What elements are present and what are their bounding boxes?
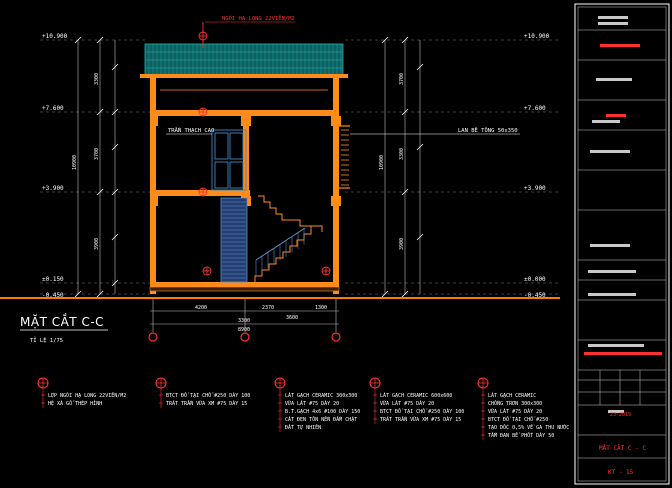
legend-line: TẤM ĐAN BỂ PHỐT DÀY 50 xyxy=(488,431,554,439)
dim-text: 8900 xyxy=(238,327,250,333)
dim-text: 3700 xyxy=(94,148,100,160)
grid-axis-markers xyxy=(148,332,341,342)
elevation-label: ±0.000 xyxy=(524,276,546,283)
sheet-name: MẶT CẮT C - C xyxy=(599,445,646,452)
sheet-number: KT - 15 xyxy=(608,469,634,476)
elevation-label: +7.600 xyxy=(524,105,546,112)
elevation-label: +10.900 xyxy=(524,33,550,40)
balcony-railing xyxy=(339,125,350,189)
dimension-texts-vertical: 10900 3300 3700 3900 10900 3700 3300 390… xyxy=(72,73,405,250)
elevation-lines xyxy=(40,39,560,295)
dim-text: 3700 xyxy=(399,73,405,85)
scale-label: TỈ LỆ 1/75 xyxy=(30,336,63,344)
railing-note: LAN BÊ TÔNG 50x350 xyxy=(458,126,518,134)
elevation-label: +3.900 xyxy=(42,185,64,192)
legend-line: TRÁT TRẦN VỮA XM #75 DÀY 15 xyxy=(166,400,247,407)
roof xyxy=(140,43,348,78)
dimension-chains-vertical xyxy=(77,40,421,294)
legend-line: TRÁT TRẦN VỮA XM #75 DÀY 15 xyxy=(380,416,461,423)
elevation-label: -0.450 xyxy=(42,292,64,299)
legend-line: CHỐNG TRƠN 300x300 xyxy=(488,400,542,407)
door xyxy=(211,129,247,191)
dimension-ticks xyxy=(74,36,424,298)
dim-text: 3900 xyxy=(399,238,405,250)
legend-line: VỮA LÁT #75 DÀY 20 xyxy=(488,408,542,415)
roof-note: NGÓI HẠ LONG 22VIÊN/M2 xyxy=(222,14,295,22)
section-markers xyxy=(198,22,331,276)
elevation-label: +7.600 xyxy=(42,105,64,112)
dim-text: 3600 xyxy=(286,315,298,321)
legend-line: VỮA LÁT #75 DÀY 20 xyxy=(380,400,434,407)
section-title-block: MẶT CẮT C-C TỈ LỆ 1/75 xyxy=(20,313,108,344)
section-title: MẶT CẮT C-C xyxy=(20,313,104,329)
sheet-code: 23-2019 xyxy=(610,412,631,418)
elevation-label: +10.900 xyxy=(42,33,68,40)
legend-line: LÁT GẠCH CERAMIC xyxy=(488,392,536,399)
legend-line: VỮA LÁT #75 DÀY 20 xyxy=(285,400,339,407)
elevation-label: ±0.150 xyxy=(42,276,64,283)
dim-text: 3300 xyxy=(238,318,250,324)
legend-line: BTCT ĐỔ TẠI CHỖ #250 xyxy=(488,416,548,423)
title-block: 23-2019 MẶT CẮT C - C KT - 15 xyxy=(574,3,670,485)
annotations: NGÓI HẠ LONG 22VIÊN/M2 TRẦN THẠCH CAO LA… xyxy=(166,14,520,135)
dim-text: 3300 xyxy=(399,148,405,160)
dim-text: 10900 xyxy=(72,155,78,170)
legend-line: ĐẤT TỰ NHIÊN xyxy=(285,423,321,431)
legend-line: BTCT ĐỔ TẠI CHỖ #250 DÀY 100 xyxy=(166,392,250,399)
dim-text: 1300 xyxy=(315,305,327,311)
dim-text: 2370 xyxy=(262,305,274,311)
elevation-label: -0.450 xyxy=(524,292,546,299)
legend-line: TẠO DỐC 0,5% VỀ GA THU NƯỚC xyxy=(488,423,569,431)
staircase xyxy=(220,195,323,283)
dim-text: 3300 xyxy=(94,73,100,85)
dim-text: 10900 xyxy=(379,155,385,170)
elevation-labels-left: +10.900 +7.600 +3.900 ±0.150 -0.450 xyxy=(42,33,68,299)
grid-axis-bubble xyxy=(331,332,341,342)
roof-space xyxy=(151,78,337,112)
legend-line: LỢP NGÓI HẠ LONG 22VIÊN/M2 xyxy=(48,391,126,399)
ground-line xyxy=(0,286,560,299)
dimension-chains-horizontal xyxy=(150,299,339,332)
dim-text: 3900 xyxy=(94,238,100,250)
grid-axis-bubble xyxy=(148,332,158,342)
dim-text: 4200 xyxy=(195,305,207,311)
ceiling-note: TRẦN THẠCH CAO xyxy=(168,127,214,134)
legend-line: HỆ XÀ GỖ THÉP HÌNH xyxy=(48,399,102,407)
legend-line: CÁT ĐEN TÔN NỀN ĐẦM CHẶT xyxy=(285,415,357,423)
legend-line: BTCT ĐỔ TẠI CHỖ #250 DÀY 100 xyxy=(380,408,464,415)
legend-line: LÁT GẠCH CERAMIC 300x300 xyxy=(285,392,357,399)
legend-line: B.T.GẠCH 4x6 #100 DÀY 150 xyxy=(285,408,360,415)
elevation-labels-right: +10.900 +7.600 +3.900 ±0.000 -0.450 xyxy=(524,33,550,299)
elevation-label: +3.900 xyxy=(524,185,546,192)
grid-axis-bubble xyxy=(240,332,250,342)
dimension-texts-horizontal: 4200 2370 3600 1300 3300 8900 xyxy=(195,305,327,333)
legend-line: LÁT GẠCH CERAMIC 600x600 xyxy=(380,392,452,399)
